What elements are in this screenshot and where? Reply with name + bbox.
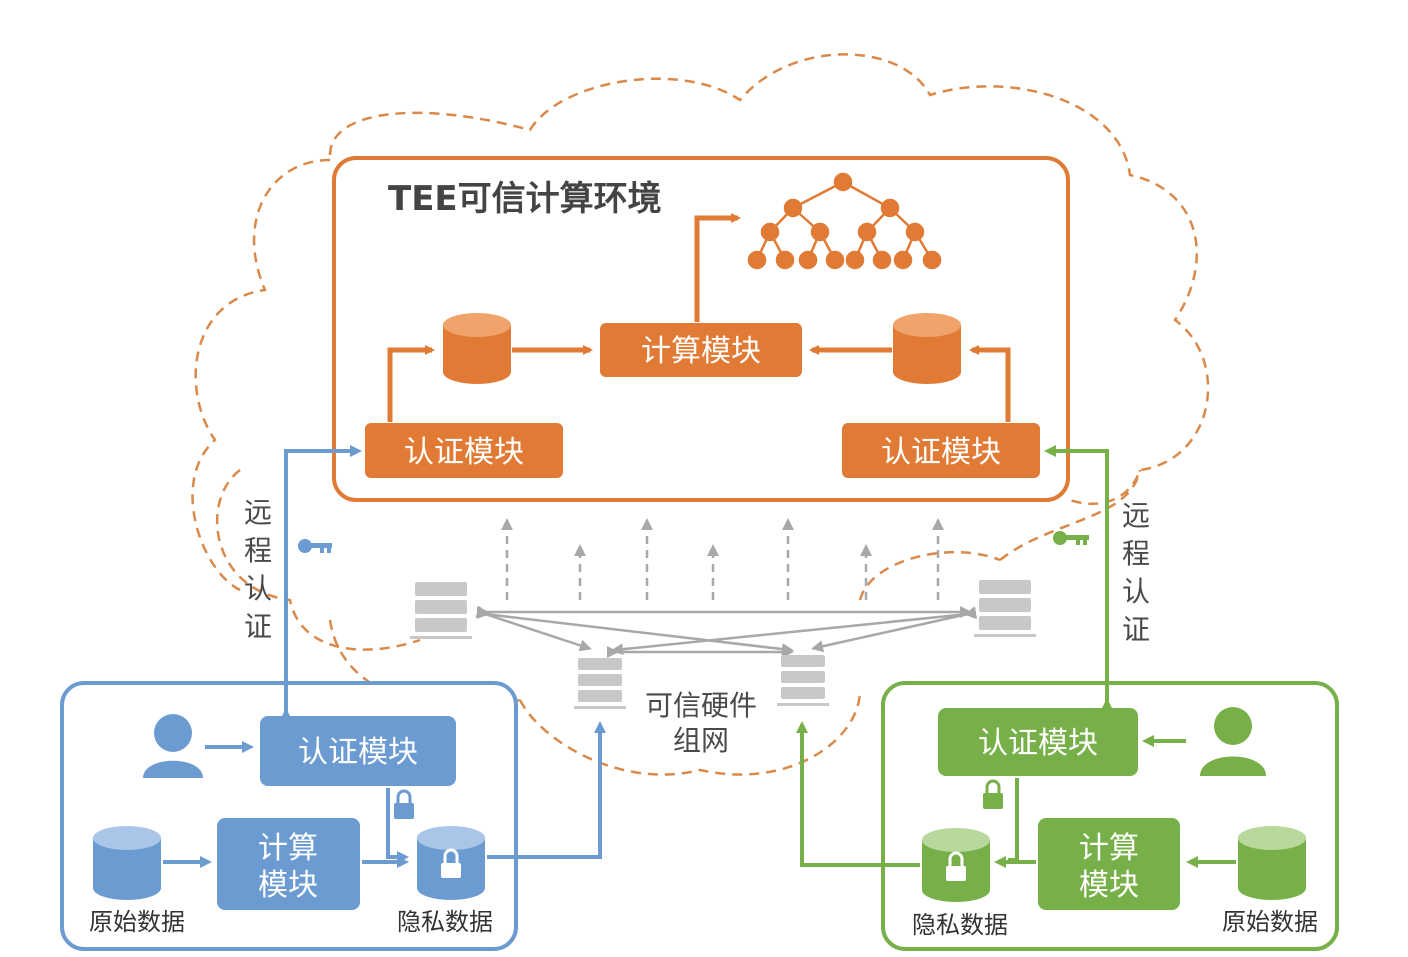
svg-text:认: 认	[1122, 575, 1150, 608]
tee-compute-module	[600, 323, 802, 377]
database-icon	[893, 313, 961, 384]
tee-flow-arrows	[387, 213, 1011, 422]
server-icon	[777, 655, 829, 706]
tee-title: TEE可信计算环境	[388, 179, 662, 219]
left-attestation-link	[280, 445, 362, 720]
right-private-data-label: 隐私数据	[912, 911, 1008, 939]
left-private-to-network-arrow	[487, 721, 606, 859]
right-private-to-network-arrow	[796, 721, 920, 867]
lock-icon	[946, 851, 966, 881]
right-compute-module	[1038, 818, 1180, 910]
lock-icon	[983, 779, 1003, 809]
database-icon	[93, 826, 161, 900]
left-raw-data-label: 原始数据	[89, 908, 185, 936]
right-compute-module-label-line2: 模块	[1079, 868, 1139, 903]
hw-mesh-links	[475, 605, 978, 658]
left-auth-module-label: 认证模块	[298, 735, 418, 770]
database-icon	[443, 313, 511, 384]
tee-auth-module-right	[842, 423, 1040, 478]
key-icon	[1053, 531, 1089, 545]
key-icon	[298, 539, 332, 553]
tee-auth-module-right-label: 认证模块	[881, 435, 1001, 470]
left-compute-module-label-line1: 计算	[258, 831, 318, 866]
server-icon	[974, 580, 1036, 637]
left-auth-module	[260, 716, 456, 786]
svg-text:程: 程	[244, 534, 272, 567]
svg-text:证: 证	[244, 610, 272, 643]
right-attestation-link	[1044, 445, 1113, 710]
lock-icon	[394, 789, 414, 819]
right-auth-module	[938, 708, 1138, 776]
hw-upload-arrows	[501, 518, 944, 600]
tree-model-icon	[747, 172, 942, 270]
right-auth-module-label: 认证模块	[978, 726, 1098, 761]
user-icon	[1200, 707, 1266, 776]
remote-attestation-label-left: 远 程 认 证	[244, 496, 272, 643]
left-compute-module	[217, 818, 360, 910]
left-compute-module-label-line2: 模块	[258, 868, 318, 903]
remote-attestation-label-right: 远 程 认 证	[1122, 499, 1150, 646]
tee-auth-module-left	[365, 423, 563, 478]
trusted-hw-network-label-line2: 组网	[673, 724, 729, 757]
tee-compute-module-label: 计算模块	[641, 334, 761, 369]
trusted-hw-network-label-line1: 可信硬件	[645, 689, 757, 722]
user-icon	[143, 714, 203, 778]
right-compute-module-label-line1: 计算	[1079, 831, 1139, 866]
tee-auth-module-left-label: 认证模块	[404, 435, 524, 470]
svg-text:远: 远	[1122, 499, 1150, 532]
svg-text:认: 认	[244, 572, 272, 605]
server-icon	[574, 658, 626, 709]
server-icon	[410, 582, 472, 639]
svg-text:程: 程	[1122, 537, 1150, 570]
left-private-data-label: 隐私数据	[397, 908, 493, 936]
right-raw-data-label: 原始数据	[1222, 908, 1318, 936]
database-icon	[922, 828, 990, 902]
lock-icon	[441, 848, 461, 878]
database-icon	[1238, 826, 1306, 900]
svg-text:远: 远	[244, 496, 272, 529]
svg-text:证: 证	[1122, 613, 1150, 646]
